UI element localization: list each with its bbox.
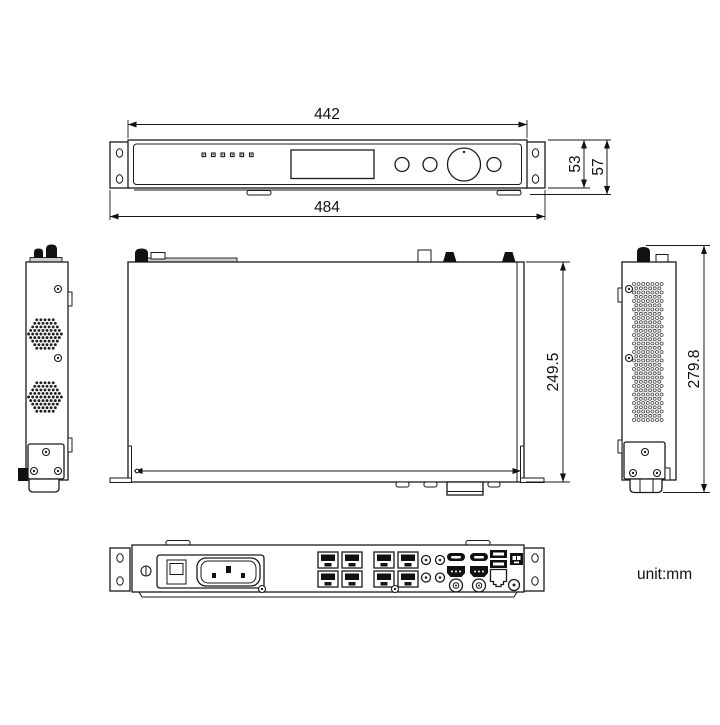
- top-body: [127, 261, 525, 483]
- right-side-view: 279.8: [617, 245, 710, 494]
- rf-connector: [448, 578, 464, 593]
- front-button: [422, 156, 438, 173]
- thumbscrew: [140, 565, 152, 577]
- power-module: [156, 554, 265, 589]
- knob-indicator-dot: [462, 150, 466, 154]
- dimension-chassis-depth: 249.5: [526, 261, 570, 483]
- screw: [53, 284, 63, 363]
- left-side-view: [18, 244, 73, 493]
- front-view: 442 484 53 57: [109, 106, 611, 220]
- ac-inlet: [196, 557, 261, 587]
- ear-hole: [116, 576, 124, 586]
- rf-connector: [471, 578, 487, 593]
- top-button-bump: [487, 481, 501, 488]
- ear-screws: [628, 447, 662, 478]
- front-panel: [133, 143, 522, 185]
- dim-label-279-8: 279.8: [686, 350, 703, 389]
- dim-label-53: 53: [567, 155, 584, 172]
- dimension-overall-depth: 279.8: [646, 245, 710, 493]
- audio-jacks: [420, 554, 446, 583]
- ear-hole: [116, 553, 124, 563]
- dim-label-57: 57: [590, 158, 607, 175]
- top-button-bump: [423, 481, 438, 488]
- usb-lan-stack: [489, 550, 508, 588]
- top-button-bump: [395, 481, 410, 488]
- dimension-heights: 53 57: [530, 139, 611, 195]
- ear-hole: [531, 576, 539, 586]
- bracket-flange: [18, 468, 28, 481]
- top-left-bracket: [109, 445, 132, 483]
- side-top-base: [29, 257, 63, 263]
- rear-skirt: [138, 591, 518, 598]
- top-clip: [150, 252, 166, 260]
- rj45-port: [373, 551, 395, 569]
- ear-hole: [115, 174, 124, 184]
- grid-vent-holes: [632, 282, 664, 422]
- rj45-port: [341, 551, 363, 569]
- rj45-port: [397, 551, 419, 569]
- video-column-b: [470, 553, 488, 593]
- antenna-connector: [135, 248, 148, 262]
- indicator-led-row: [201, 152, 254, 158]
- dim-label-442: 442: [314, 106, 340, 123]
- unit-note: unit:mm: [637, 566, 692, 583]
- ear-screws: [29, 447, 63, 476]
- terminal-block: [510, 553, 523, 565]
- side-tab: [67, 437, 73, 453]
- antenna-connector: [46, 244, 57, 258]
- front-button: [486, 156, 502, 173]
- rear-bottom-screws: [257, 584, 400, 594]
- power-switch: [166, 559, 187, 585]
- rj45-port: [397, 570, 419, 588]
- video-column-a: [447, 553, 465, 593]
- side-foot: [629, 478, 663, 494]
- lcd-display: [290, 149, 375, 180]
- side-foot: [28, 478, 60, 493]
- side-tab: [664, 467, 671, 481]
- ear-hole: [531, 148, 540, 158]
- front-button: [394, 156, 410, 173]
- side-tab: [617, 287, 623, 303]
- front-foot-tab: [246, 190, 272, 196]
- antenna-connector: [34, 248, 43, 258]
- top-slot: [417, 249, 432, 263]
- rear-view: [109, 540, 545, 598]
- top-view: 249.5: [109, 248, 570, 496]
- jog-knob: [446, 147, 482, 182]
- rj45-port: [489, 568, 508, 588]
- dim-label-249-5: 249.5: [545, 353, 562, 392]
- dimension-front-panel-width: 442: [127, 106, 528, 138]
- rj45-port: [341, 570, 363, 588]
- antenna-connector: [443, 252, 457, 262]
- top-knob-block: [446, 481, 484, 496]
- dimension-overall-width: 484: [109, 190, 546, 220]
- hex-vent-holes: [27, 318, 63, 413]
- rj45-port: [317, 570, 339, 588]
- antenna-connector: [502, 252, 516, 262]
- dim-label-484: 484: [314, 199, 340, 216]
- side-tab: [617, 439, 623, 454]
- screw: [624, 284, 634, 363]
- front-foot-tab: [496, 190, 522, 196]
- rj45-port: [373, 570, 395, 588]
- antenna-connector: [637, 247, 650, 262]
- ear-hole: [531, 174, 540, 184]
- rj45-port-group: [317, 551, 419, 588]
- ear-hole: [115, 148, 124, 158]
- dc-connector: [507, 578, 521, 592]
- rj45-port: [317, 551, 339, 569]
- side-tab: [67, 291, 73, 307]
- side-clip: [655, 254, 669, 263]
- top-internal-dimension-line: [134, 468, 521, 474]
- ear-hole: [531, 553, 539, 563]
- rear-left-ear: [109, 547, 131, 592]
